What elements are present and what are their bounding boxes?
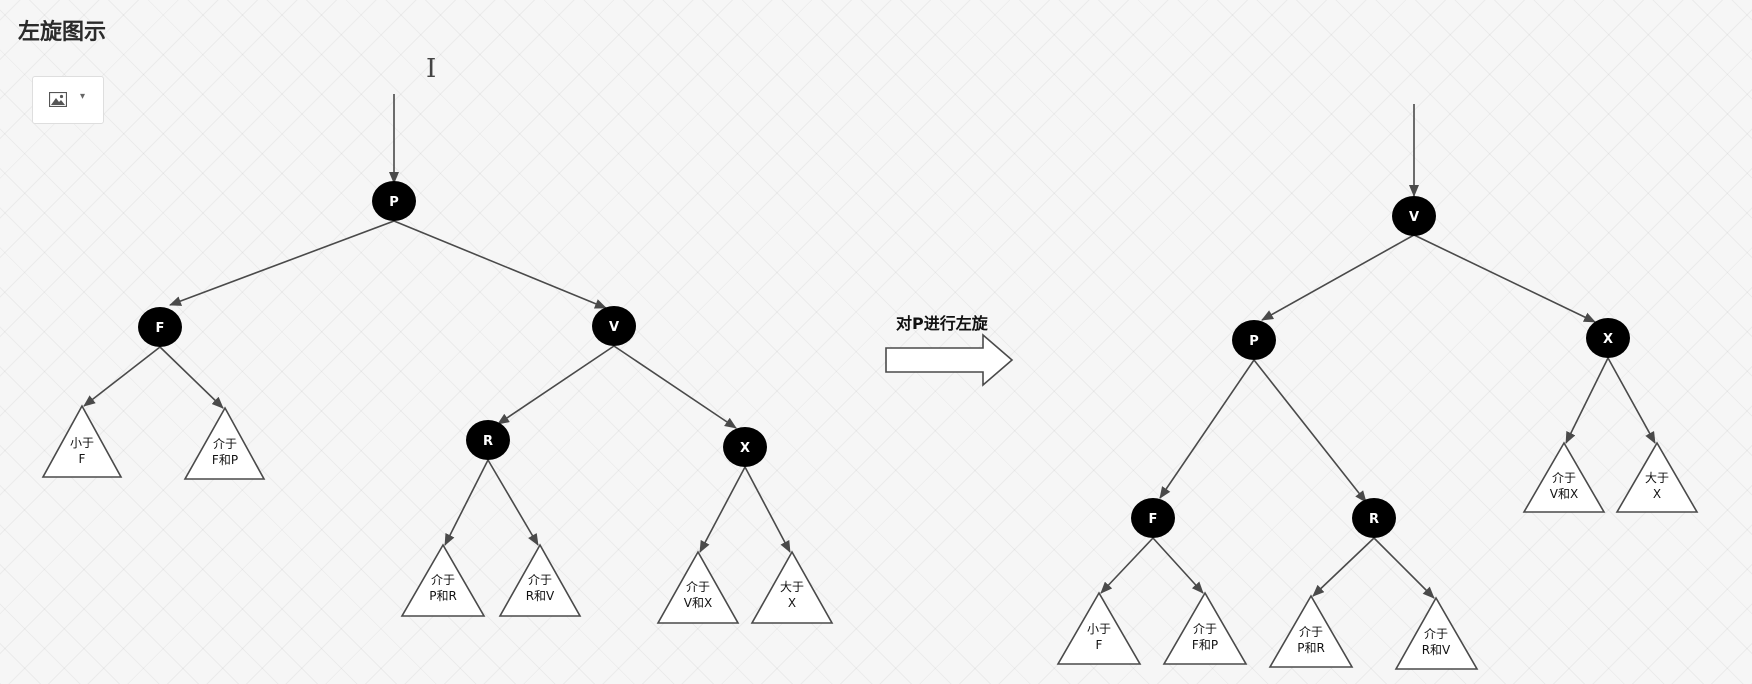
subtree-triangle: [183, 406, 266, 480]
edge-v-p: [1261, 234, 1415, 321]
tree-node: [592, 306, 636, 346]
image-icon: [48, 91, 68, 111]
page-title: 左旋图示: [18, 20, 107, 45]
subtree-label: 大于: [1645, 471, 1669, 485]
node-label: F: [1149, 512, 1158, 527]
after-nodes: [1131, 196, 1630, 538]
tree-node: [1392, 196, 1436, 236]
subtree-triangle: [1615, 441, 1699, 513]
tree-node: [723, 427, 767, 467]
subtree-label: R和V: [1422, 643, 1451, 657]
tree-node: [466, 420, 510, 460]
tree-node: [138, 307, 182, 347]
before-tree: [83, 94, 791, 553]
subtree-triangle: [41, 404, 123, 478]
subtree-label: 介于: [431, 573, 455, 587]
edge-p-f: [169, 220, 395, 306]
subtree-label: 介于: [1299, 625, 1323, 639]
subtree-label: 介于: [213, 437, 237, 451]
edge-v-x: [1413, 234, 1596, 323]
tree-node: [1352, 498, 1396, 538]
edge-x-left: [699, 466, 746, 553]
edge-p-v: [393, 220, 607, 309]
subtree-label: V和X: [684, 596, 712, 610]
right-arrow-icon: [885, 333, 1014, 387]
tree-node: [1131, 498, 1175, 538]
node-label: V: [609, 320, 619, 335]
edge-v-r: [497, 345, 615, 425]
subtree-label: X: [1653, 487, 1661, 501]
edge-v-x: [613, 345, 737, 429]
chevron-down-icon: ▾: [80, 91, 86, 102]
edge-r-right: [487, 459, 539, 546]
node-label: R: [1369, 512, 1379, 527]
before-subtrees: [41, 404, 834, 624]
tree-node: [1232, 320, 1276, 360]
edge-f-left: [83, 346, 161, 407]
edge-p-r: [1253, 359, 1367, 503]
subtree-label: F和P: [212, 453, 238, 467]
node-label: V: [1409, 210, 1419, 225]
after-tree: [1100, 104, 1656, 599]
subtree-label: 介于: [686, 580, 710, 594]
edge-f-right: [1152, 537, 1204, 594]
node-label: F: [156, 321, 165, 336]
subtree-label: F: [79, 452, 86, 466]
subtree-triangle: [1056, 591, 1142, 665]
rotation-label: 对P进行左旋: [896, 314, 989, 333]
subtree-triangle: [498, 543, 582, 617]
node-label: P: [389, 195, 399, 210]
subtree-triangle: [656, 550, 740, 624]
text-cursor-icon: I: [426, 54, 437, 84]
subtree-label: F: [1096, 638, 1103, 652]
subtree-label: P和R: [429, 589, 457, 603]
subtree-label: V和X: [1550, 487, 1578, 501]
edge-p-f: [1159, 359, 1255, 499]
node-label: X: [1603, 332, 1613, 347]
subtree-label: 介于: [528, 573, 552, 587]
subtree-triangle: [1394, 596, 1479, 670]
edge-r-right: [1373, 537, 1435, 599]
after-subtrees: [1056, 441, 1699, 670]
insert-image-button[interactable]: ▾: [32, 76, 104, 124]
edge-f-right: [159, 346, 224, 409]
node-label: P: [1249, 334, 1259, 349]
edge-x-right: [744, 466, 791, 553]
edge-r-left: [1312, 537, 1375, 597]
subtree-label: R和V: [526, 589, 555, 603]
edge-x-right: [1607, 357, 1656, 444]
subtree-label: X: [788, 596, 796, 610]
node-label: R: [483, 434, 493, 449]
subtree-label: 介于: [1193, 622, 1217, 636]
subtree-label: P和R: [1297, 641, 1325, 655]
subtree-triangle: [1162, 591, 1248, 665]
subtree-triangle: [1268, 594, 1354, 668]
before-nodes: [138, 181, 767, 467]
subtree-triangle: [400, 543, 486, 617]
edge-r-left: [444, 459, 489, 546]
node-label: X: [740, 441, 750, 456]
tree-node: [1586, 318, 1630, 358]
subtree-triangle: [1522, 441, 1606, 513]
subtree-label: 介于: [1552, 471, 1576, 485]
subtree-label: F和P: [1192, 638, 1218, 652]
tree-node: [372, 181, 416, 221]
subtree-label: 小于: [1087, 622, 1111, 636]
subtree-label: 小于: [70, 436, 94, 450]
edge-x-left: [1565, 357, 1609, 444]
subtree-triangle: [750, 550, 834, 624]
edge-f-left: [1100, 537, 1154, 594]
subtree-label: 介于: [1424, 627, 1448, 641]
subtree-label: 大于: [780, 580, 804, 594]
